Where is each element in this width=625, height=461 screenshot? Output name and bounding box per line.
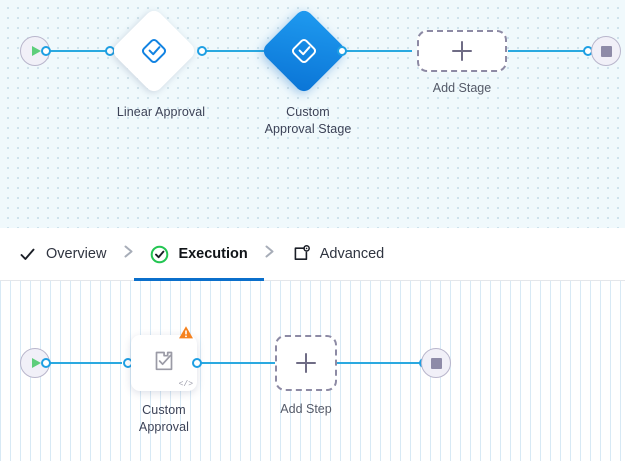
step-node-label-custom-approval: Custom Approval — [138, 403, 190, 434]
tab-separator-1 — [108, 244, 148, 264]
settings-box-icon — [292, 245, 311, 264]
stage-node-label-linear-approval: Linear Approval — [116, 105, 206, 119]
stage-node-label-custom-approval-stage: Custom Approval Stage — [264, 105, 352, 136]
section-tabs: Overview Execution — [0, 228, 625, 281]
approval-diamond-icon — [290, 37, 318, 65]
add-stage-label: Add Stage — [432, 81, 492, 95]
stage-canvas[interactable]: Linear Approval Custom Approval Stage Ad… — [0, 0, 625, 228]
chevron-right-icon — [263, 244, 276, 264]
plus-icon — [296, 353, 316, 373]
tab-separator-2 — [250, 244, 290, 264]
port-start-out[interactable] — [41, 46, 51, 56]
tab-execution-label: Execution — [178, 246, 248, 262]
stop-icon — [600, 45, 612, 57]
add-step-button[interactable] — [275, 335, 337, 391]
edge-step-custom-to-add — [198, 362, 280, 364]
stage-node-custom-approval-stage[interactable] — [260, 7, 348, 95]
tab-active-underline — [134, 277, 264, 281]
edge-custom-to-add — [340, 50, 412, 52]
edge-start-to-linear — [44, 50, 108, 52]
step-canvas[interactable]: </> Custom Approval Add Step — [0, 281, 625, 461]
edge-linear-to-custom — [200, 50, 268, 52]
check-icon — [18, 245, 37, 264]
code-icon: </> — [178, 380, 193, 389]
stage-end-node[interactable] — [591, 36, 621, 66]
port-step-start-out[interactable] — [41, 358, 51, 368]
port-linear-out[interactable] — [197, 46, 207, 56]
edge-add-to-end — [508, 50, 586, 52]
tab-execution[interactable]: Execution — [134, 228, 264, 281]
tab-advanced-label: Advanced — [319, 246, 385, 262]
tab-advanced[interactable]: Advanced — [290, 228, 387, 281]
step-node-custom-approval[interactable]: </> — [131, 326, 197, 391]
edge-step-add-to-end — [336, 362, 422, 364]
warning-triangle-icon — [178, 325, 194, 340]
add-step-label: Add Step — [280, 402, 332, 416]
plus-icon — [452, 41, 472, 61]
step-end-node[interactable] — [421, 348, 451, 378]
edge-step-start-to-custom — [44, 362, 122, 364]
approval-document-icon — [149, 346, 179, 381]
add-stage-button[interactable] — [417, 30, 507, 72]
play-icon — [32, 46, 41, 56]
tab-overview[interactable]: Overview — [16, 228, 108, 281]
chevron-right-icon — [122, 244, 135, 264]
tab-overview-label: Overview — [46, 246, 107, 262]
port-step-custom-out[interactable] — [192, 358, 202, 368]
approval-diamond-icon — [140, 37, 168, 65]
stop-icon — [430, 357, 442, 369]
stage-node-linear-approval[interactable] — [110, 7, 198, 95]
port-custom-out[interactable] — [337, 46, 347, 56]
play-icon — [32, 358, 41, 368]
check-circle-green-icon — [150, 245, 169, 264]
